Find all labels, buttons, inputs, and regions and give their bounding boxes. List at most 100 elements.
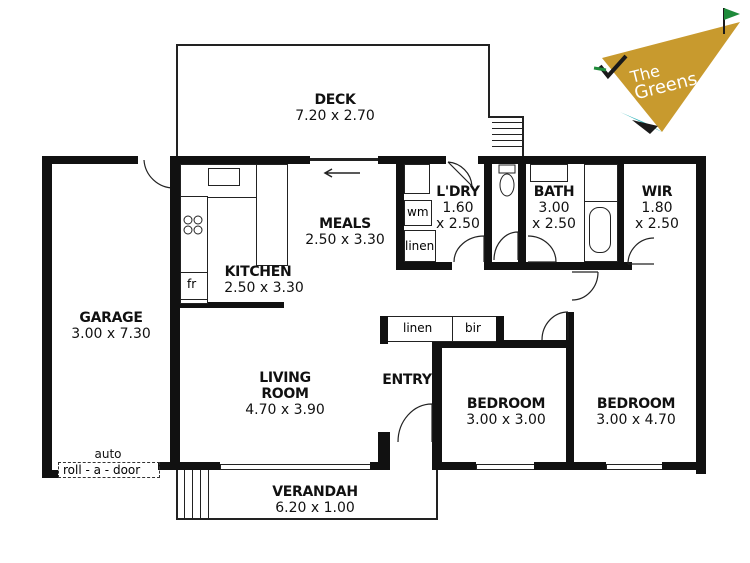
room-dims: x 2.50 xyxy=(532,216,576,233)
deck-step-line xyxy=(492,140,524,141)
room-dims: x 2.50 xyxy=(635,216,679,233)
sink xyxy=(208,168,240,186)
toilet-icon xyxy=(498,164,516,197)
wall xyxy=(616,156,624,270)
bir-label: bir xyxy=(465,321,481,335)
wall xyxy=(170,156,310,164)
step xyxy=(192,470,193,518)
deck-outline-right xyxy=(488,44,490,116)
ldry-label: L'DRY 1.60 x 2.50 xyxy=(430,184,486,232)
room-dims: 3.00 x 7.30 xyxy=(71,326,151,343)
cooktop-icon xyxy=(183,215,203,235)
bedroom2-label: BEDROOM 3.00 x 4.70 xyxy=(576,396,696,428)
wall xyxy=(488,262,518,270)
room-name: BATH xyxy=(533,184,575,200)
linen-cupboard: linen xyxy=(384,316,454,342)
wall xyxy=(432,340,442,470)
front-door-icon xyxy=(397,403,433,443)
wall xyxy=(432,340,568,348)
deck-steps xyxy=(488,116,524,118)
wall xyxy=(42,470,58,478)
wall xyxy=(432,462,476,470)
wall xyxy=(616,262,632,270)
deck-step-line xyxy=(492,146,524,147)
room-name: DECK xyxy=(314,92,356,108)
roll-a-door: roll - a - door xyxy=(58,462,160,478)
wall xyxy=(42,156,138,164)
wall xyxy=(380,316,388,344)
door-swing-icon xyxy=(527,235,557,263)
room-name: L'DRY xyxy=(436,184,480,200)
wall xyxy=(42,156,52,478)
room-name: MEALS xyxy=(319,216,371,232)
room-name: ENTRY xyxy=(382,372,432,388)
roll-door-label: roll - a - door xyxy=(63,463,141,477)
linen-label: linen xyxy=(403,321,433,335)
deck-step-side xyxy=(522,116,524,156)
step xyxy=(200,470,201,518)
window xyxy=(606,464,664,470)
room-dims: 1.60 xyxy=(442,200,474,217)
room-dims: 4.70 x 3.90 xyxy=(245,402,325,419)
room-name: GARAGE xyxy=(79,310,143,326)
bedroom1-label: BEDROOM 3.00 x 3.00 xyxy=(446,396,566,428)
wall xyxy=(170,156,180,470)
sliding-door xyxy=(310,158,378,161)
deck-label: DECK 7.20 x 2.70 xyxy=(270,92,400,124)
fridge-label: fr xyxy=(187,277,197,291)
step xyxy=(208,470,209,518)
window xyxy=(220,464,372,470)
room-dims: 3.00 x 4.70 xyxy=(596,412,676,429)
step xyxy=(184,470,185,518)
deck-step-line xyxy=(492,122,524,123)
bathtub xyxy=(584,200,618,262)
wall xyxy=(496,316,504,344)
bath-label: BATH 3.00 x 2.50 xyxy=(524,184,584,232)
room-dims: 2.50 x 3.30 xyxy=(224,280,304,297)
bir-cupboard: bir xyxy=(452,316,500,342)
wall xyxy=(696,156,706,474)
room-name: WIR xyxy=(641,184,673,200)
deck-step-line xyxy=(492,128,524,129)
garage-label: GARAGE 3.00 x 7.30 xyxy=(52,310,170,342)
wall xyxy=(170,462,220,470)
deck-step-line xyxy=(492,134,524,135)
room-dims: 1.80 xyxy=(641,200,673,217)
room-name: LIVING xyxy=(259,370,311,386)
linen-label: linen xyxy=(405,239,435,253)
shower xyxy=(584,164,618,202)
door-swing-icon xyxy=(627,237,655,265)
verandah-label: VERANDAH 6.20 x 1.00 xyxy=(250,484,380,516)
island-bench xyxy=(256,164,288,266)
wall xyxy=(378,432,390,470)
the-greens-logo xyxy=(593,8,740,134)
verandah-outline xyxy=(176,470,178,520)
deck-outline-left xyxy=(176,44,178,156)
door-swing-icon xyxy=(493,231,519,261)
auto-label: auto xyxy=(94,447,122,461)
door-swing-icon xyxy=(541,311,569,341)
deck-outline-top xyxy=(176,44,490,46)
room-name: BEDROOM xyxy=(466,396,546,412)
wir-label: WIR 1.80 x 2.50 xyxy=(622,184,692,232)
room-dims: 2.50 x 3.30 xyxy=(305,232,385,249)
room-name: BEDROOM xyxy=(596,396,676,412)
room-name: ROOM xyxy=(261,386,309,403)
wall xyxy=(484,156,492,270)
arrow-left-icon xyxy=(323,168,360,178)
fridge: fr xyxy=(180,272,208,300)
room-dims: 3.00 xyxy=(538,200,570,217)
wall xyxy=(396,262,452,270)
kitchen-label: KITCHEN 2.50 x 3.30 xyxy=(200,264,316,296)
room-dims: 7.20 x 2.70 xyxy=(295,108,375,125)
living-label: LIVING ROOM 4.70 x 3.90 xyxy=(230,370,340,418)
window xyxy=(476,464,536,470)
laundry-bench xyxy=(404,164,430,194)
verandah-outline xyxy=(436,470,438,520)
room-dims: x 2.50 xyxy=(436,216,480,233)
wall xyxy=(478,156,706,164)
room-name: KITCHEN xyxy=(224,264,292,280)
vanity xyxy=(530,164,568,182)
meals-label: MEALS 2.50 x 3.30 xyxy=(290,216,400,248)
laundry-linen: linen xyxy=(404,230,436,262)
